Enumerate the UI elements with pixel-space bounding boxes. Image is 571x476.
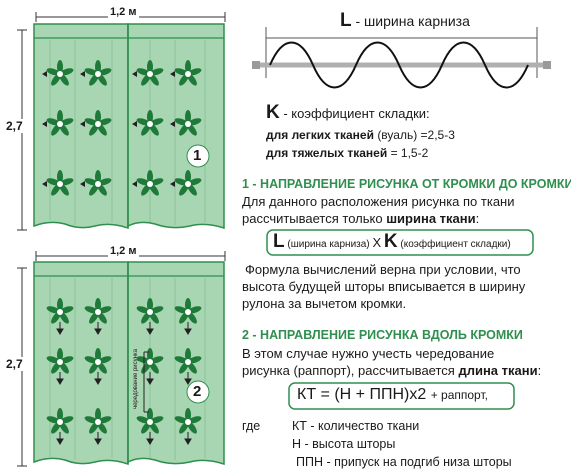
section2-heading: 2 - НАПРАВЛЕНИЕ РИСУНКА ВДОЛЬ КРОМКИ [242,328,523,342]
formula-width: L (ширина карниза) X K (коэффициент скла… [273,231,511,252]
where-label: где [242,419,261,433]
def-ppn: ППН - припуск на подгиб низа шторы [296,455,512,469]
diagram2-badge: 2 [193,383,202,400]
section2-line1: В этом случае нужно учесть чередование [242,346,495,361]
formula-box-1 [266,229,534,256]
def-h: Н - высота шторы [292,437,396,451]
formula-length: КТ = (Н + ППН)х2 + раппорт, [297,386,488,403]
section1-note1: Формула вычислений верна при условии, чт… [245,262,521,277]
formula-box-2 [288,382,515,410]
diagram2-width-label: 1,2 м [108,245,139,257]
fold-heavy: для тяжелых тканей = 1,5-2 [266,146,429,160]
diagram-1 [17,12,226,231]
diagram2-height-label: 2,7 [6,357,23,371]
repeat-label: чередование рисунка [133,348,139,410]
section1-line1: Для данного расположения рисунка по ткан… [242,194,515,209]
section1-line2: рассчитывается только ширина ткани: [242,211,480,226]
diagram1-badge: 1 [193,147,202,164]
section1-note3: рулона за вычетом кромки. [242,296,407,311]
diagram-2 [17,251,226,467]
cornice-label: L - ширина карниза [336,10,474,32]
fold-light: для легких тканей (вуаль) =2,5-3 [266,128,455,142]
diagram1-height-label: 2,7 [6,119,23,133]
section1-heading: 1 - НАПРАВЛЕНИЕ РИСУНКА ОТ КРОМКИ ДО КРО… [242,177,571,191]
diagram1-width-label: 1,2 м [108,6,139,18]
cornice-diagram [252,27,551,89]
fold-coefficient: K - коэффициент складки: [266,102,430,123]
def-kt: КТ - количество ткани [292,419,420,433]
fold-wave [269,41,529,89]
section2-line2: рисунка (раппорт), рассчитывается длина … [242,363,542,378]
section1-note2: высота будущей шторы вписывается в ширин… [242,279,526,294]
